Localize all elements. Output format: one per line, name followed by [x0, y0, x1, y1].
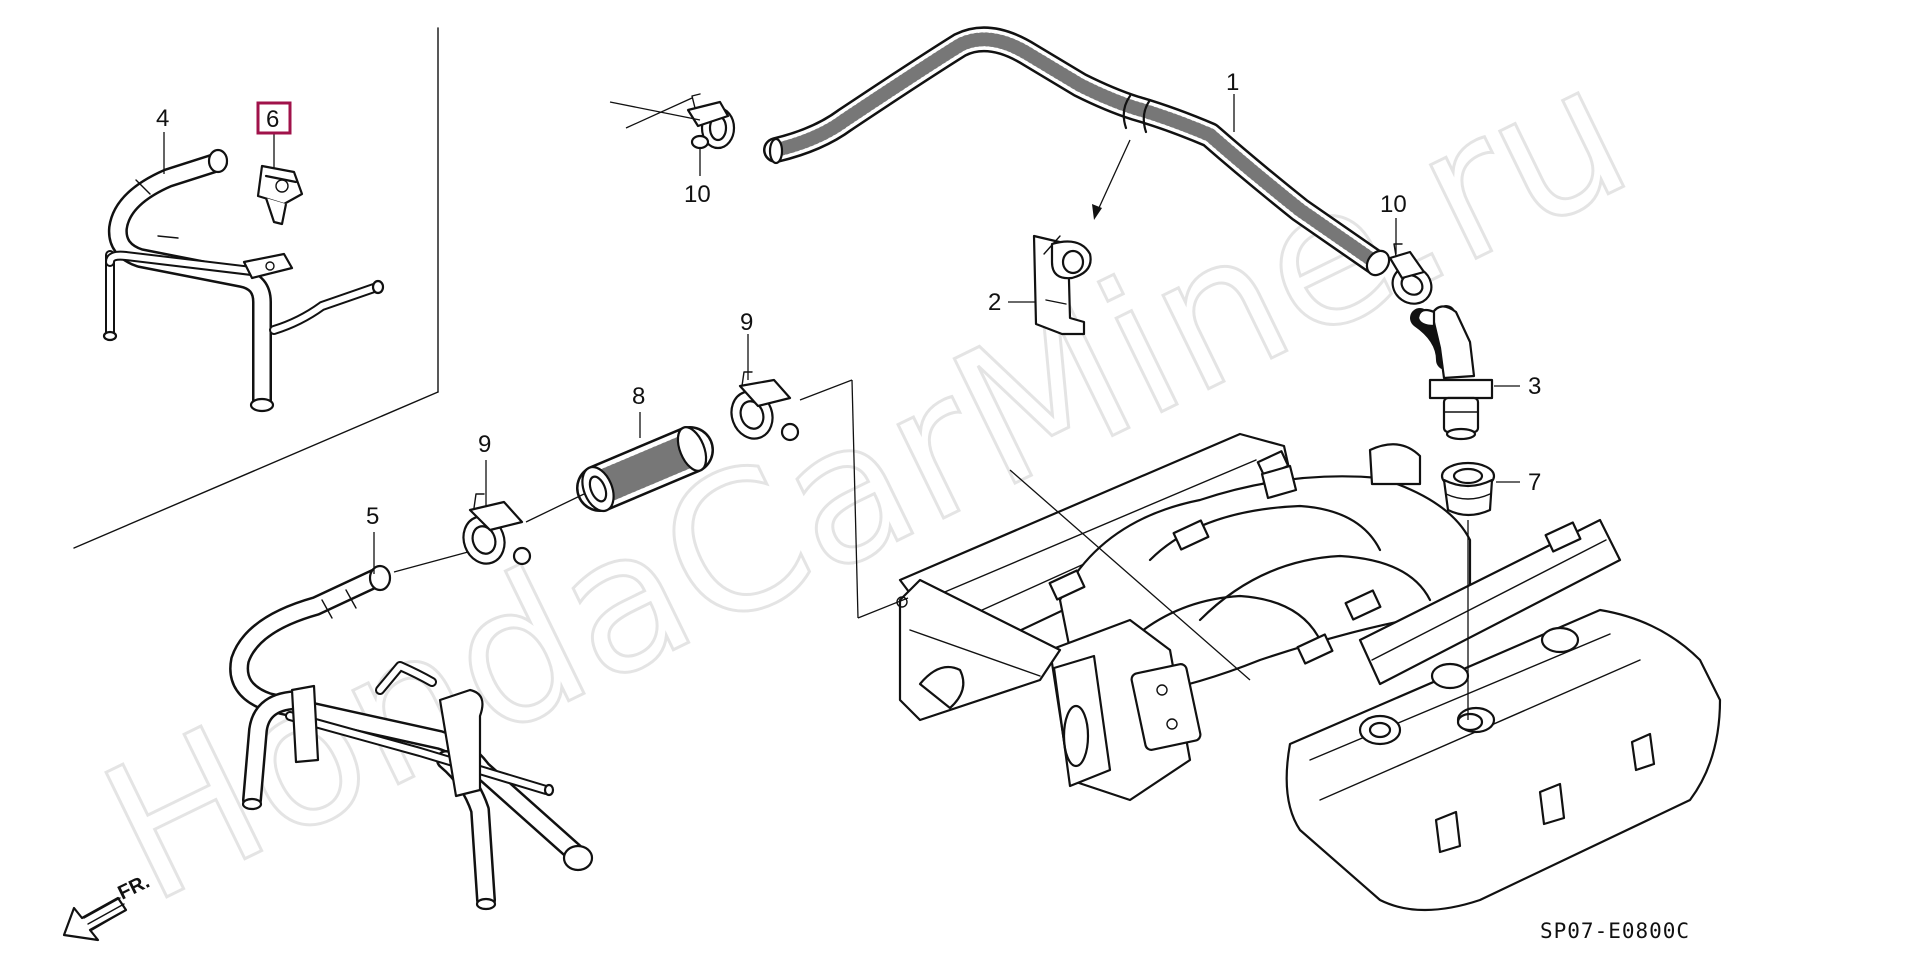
breather-hose-part-1[interactable]: [763, 26, 1394, 279]
water-pipe-part-5[interactable]: [229, 564, 594, 911]
part-label-5[interactable]: 5: [366, 503, 379, 530]
hose-clamp-part-9-lower[interactable]: [457, 493, 532, 569]
highlighted-part-box: [256, 101, 292, 135]
part-label-9-upper[interactable]: 9: [740, 309, 753, 336]
intake-manifold-assembly: [896, 432, 1722, 912]
part-label-7[interactable]: 7: [1528, 469, 1541, 496]
fuel-injectors: [1048, 450, 1582, 665]
part-label-9-lower[interactable]: 9: [478, 431, 491, 458]
front-direction-indicator: FR.: [62, 871, 153, 942]
hose-clamp-part-10-left[interactable]: [686, 93, 736, 150]
part-label-2[interactable]: 2: [988, 289, 1001, 316]
pcv-valve-part-3[interactable]: [1410, 305, 1494, 441]
part-label-4[interactable]: 4: [156, 105, 169, 132]
part-label-10-left[interactable]: 10: [684, 181, 711, 208]
part-label-8[interactable]: 8: [632, 383, 645, 410]
part-labels: 1 2 3 4 5 6 7 8 9 9 10 10: [156, 69, 1541, 530]
hose-clamp-part-10-right[interactable]: [1385, 243, 1438, 311]
short-hose-part-8[interactable]: [576, 423, 714, 515]
diagram-code: SP07-E0800C: [1540, 919, 1690, 943]
hose-bracket-part-2[interactable]: [1032, 234, 1092, 336]
hose-clamp-part-9-upper[interactable]: [725, 371, 800, 444]
leader-lines: [163, 94, 1520, 720]
part-label-1[interactable]: 1: [1226, 69, 1239, 96]
part-label-6[interactable]: 6: [266, 106, 279, 133]
clip-part-6[interactable]: [256, 164, 304, 226]
water-pipe-part-4[interactable]: [102, 148, 385, 413]
part-label-3[interactable]: 3: [1528, 373, 1541, 400]
grommet-part-7[interactable]: [1440, 461, 1496, 517]
inset-divider: [73, 27, 439, 549]
part-label-10-right[interactable]: 10: [1380, 191, 1407, 218]
